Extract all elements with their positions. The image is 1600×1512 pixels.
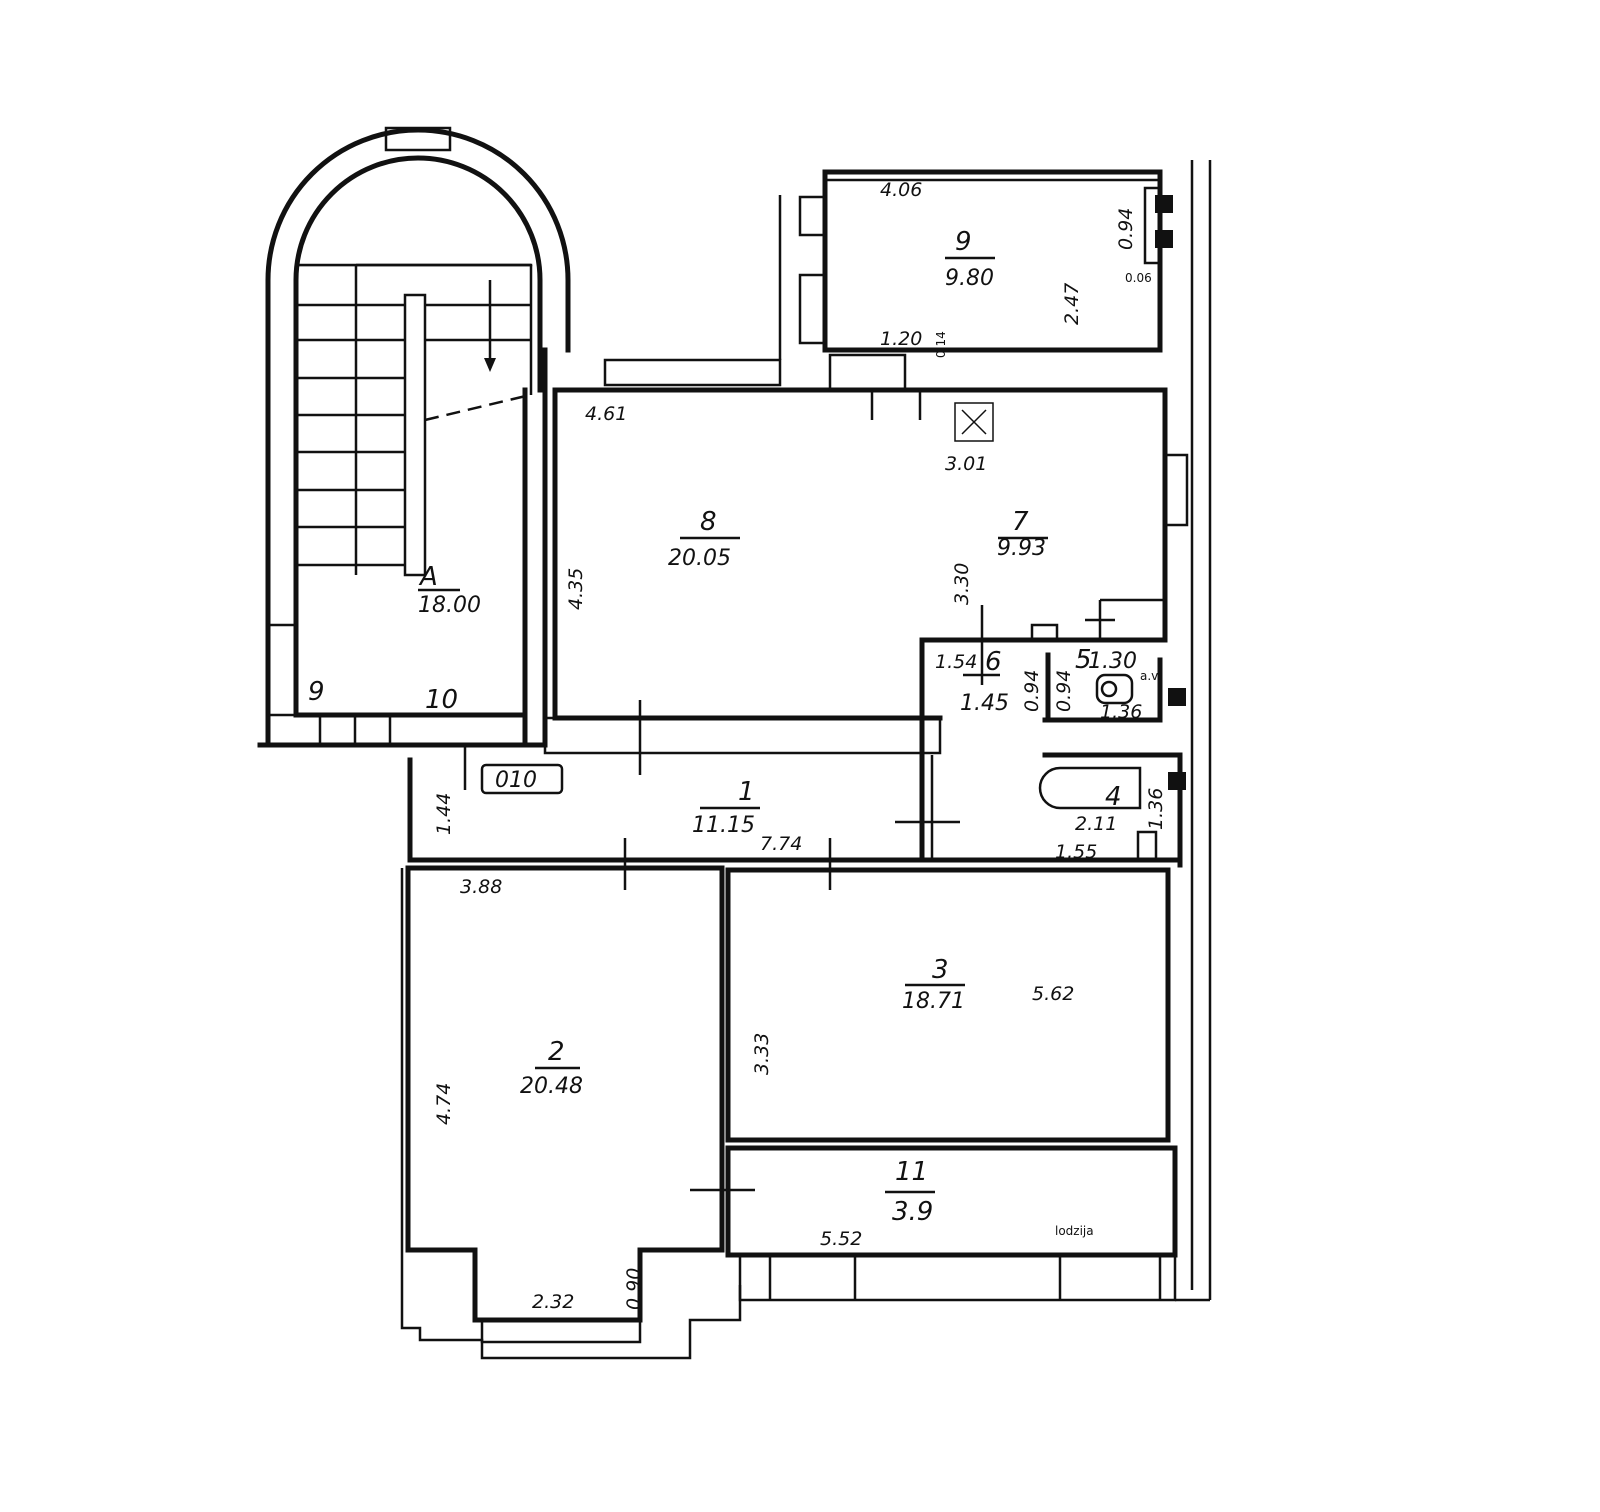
dim-label: 1.44 (433, 793, 455, 835)
dim-label: a.v. (1140, 669, 1161, 683)
dim-label: 7.74 (760, 833, 802, 855)
room-2-number: 2 (548, 1037, 565, 1067)
room-9-number: 9 (955, 227, 972, 257)
dim-label: 3.01 (945, 453, 987, 475)
room-a-number: A (418, 562, 438, 592)
stairs (266, 263, 533, 717)
dim-label: 4.35 (565, 568, 587, 610)
bathroom-wc: 6 1.45 1.54 0.94 0.94 5 1.30 a.v. 1.36 4… (919, 605, 1186, 868)
toilet-icon (1095, 673, 1134, 705)
dim-label: 3.33 (751, 1033, 773, 1075)
room-1-area: 11.15 (692, 813, 755, 838)
dim-label: 1.36 (1145, 788, 1167, 830)
vent-icon (1155, 230, 1173, 248)
dim-label: 0.14 (934, 331, 948, 358)
dim-label: 5.52 (820, 1228, 862, 1250)
room-4-number: 4 (1105, 782, 1122, 812)
room-5-number: 5 (1075, 645, 1092, 675)
dim-label: 5.62 (1032, 983, 1074, 1005)
dim-label: 4.74 (433, 1083, 455, 1125)
apartment-tag (480, 763, 564, 795)
dim-label: 4.06 (880, 179, 922, 201)
rooms-8-7: 8 20.05 7 9.93 4.61 4.35 3.01 3.30 (542, 347, 1189, 775)
dim-label: 4.61 (585, 403, 627, 425)
room-3-area: 18.71 (902, 989, 965, 1014)
dim-label: 0.94 (1115, 208, 1137, 250)
vent-icon (1168, 772, 1186, 790)
room-9: 9 9.80 4.06 0.94 0.06 2.47 1.20 0.14 (778, 169, 1173, 360)
room-6-area: 1.45 (960, 691, 1009, 716)
dim-label: 0.94 (1053, 670, 1075, 712)
room-5-area: 1.30 (1088, 649, 1137, 674)
room-8-number: 8 (700, 507, 717, 537)
room-7-number: 7 (1012, 507, 1029, 537)
dim-label: 2.47 (1061, 283, 1083, 325)
dim-label: 1.54 (935, 651, 977, 673)
dim-label: 1.20 (880, 328, 922, 350)
hall-1: 010 1 11.15 7.74 1.44 (407, 745, 1183, 890)
room-11-number: 11 (895, 1157, 928, 1187)
room-8-area: 20.05 (668, 546, 731, 571)
dim-label: 0.94 (1021, 670, 1043, 712)
apartment-tag-label: 010 (495, 768, 537, 793)
vent-icon (1168, 688, 1186, 706)
vent-icon (1155, 195, 1173, 213)
room-1-number: 1 (738, 777, 755, 807)
room-3: 3 18.71 5.62 3.33 (725, 867, 1171, 1143)
dim-label: 0.90 (623, 1268, 645, 1310)
room-7-area: 9.93 (997, 536, 1046, 561)
room-9-area: 9.80 (945, 266, 994, 291)
dim-label: 3.30 (951, 563, 973, 605)
room-6-number: 6 (985, 647, 1002, 677)
room-11-area: 3.9 (892, 1197, 933, 1227)
room-11-label: lodzija (1055, 1224, 1094, 1238)
dim-label: 2.11 (1075, 813, 1117, 835)
dim-label: 2.32 (532, 1291, 574, 1313)
room-11-loggia: 11 3.9 5.52 lodzija (725, 1145, 1178, 1302)
room-3-number: 3 (932, 955, 949, 985)
dim-label: 0.06 (1125, 271, 1152, 285)
chimney-icon (954, 402, 994, 442)
room-a-area: 18.00 (418, 593, 481, 618)
stair-label-10: 10 (425, 685, 458, 715)
stairwell: A 18.00 9 10 (257, 126, 571, 748)
room-2-area: 20.48 (520, 1074, 583, 1099)
room-2: 2 20.48 3.88 4.74 2.32 0.90 (400, 865, 755, 1360)
dim-label: 3.88 (460, 876, 502, 898)
bathtub-icon (1038, 766, 1142, 810)
dim-label: 1.36 (1100, 701, 1142, 723)
toilet-bowl-icon (1100, 680, 1118, 698)
stair-arrow-icon (484, 358, 496, 372)
stair-label-9: 9 (308, 677, 325, 707)
